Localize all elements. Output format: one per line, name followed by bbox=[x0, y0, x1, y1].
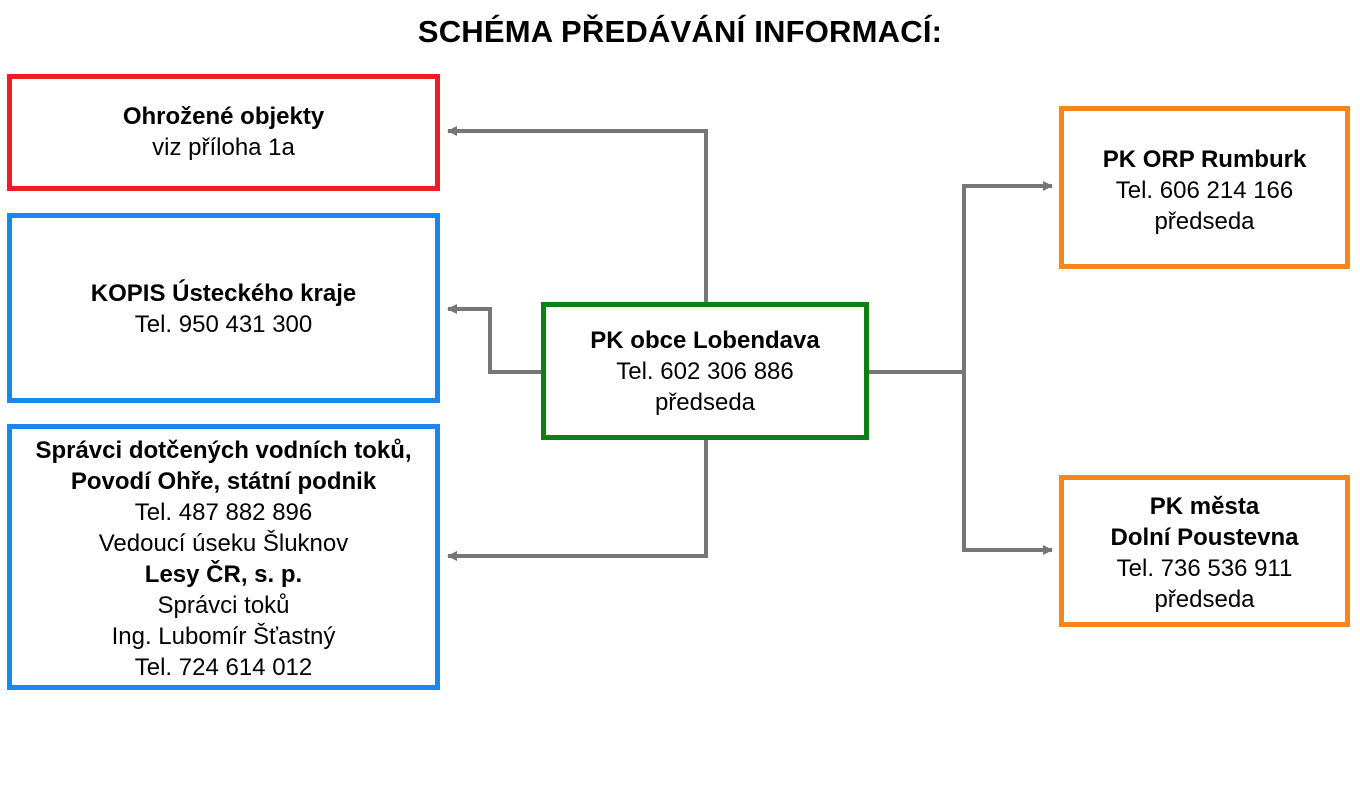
diagram-title: SCHÉMA PŘEDÁVÁNÍ INFORMACÍ: bbox=[417, 14, 943, 49]
box-line: Správci dotčených vodních toků, bbox=[35, 437, 412, 464]
box-line: Správci toků bbox=[157, 592, 290, 619]
arrow-to-dolni-poustevna bbox=[962, 372, 1053, 555]
box-line: PK obce Lobendava bbox=[590, 326, 820, 354]
box-water-managers: Správci dotčených vodních toků, Povodí Oh… bbox=[7, 424, 440, 690]
box-line: Tel. 950 431 300 bbox=[134, 311, 313, 338]
box-line: předseda bbox=[1154, 586, 1255, 613]
box-line: Tel. 487 882 896 bbox=[134, 499, 313, 526]
arrow-to-water-managers bbox=[447, 438, 708, 561]
box-line: PK ORP Rumburk bbox=[1102, 146, 1307, 173]
box-line: Vedoucí úseku Šluknov bbox=[98, 530, 349, 557]
box-line: Lesy ČR, s. p. bbox=[144, 561, 303, 588]
box-line: předseda bbox=[1154, 208, 1255, 235]
box-line: Tel. 724 614 012 bbox=[134, 654, 313, 681]
box-line: Ohrožené objekty bbox=[122, 103, 325, 130]
box-line: Tel. 606 214 166 bbox=[1115, 177, 1294, 204]
box-line: Dolní Poustevna bbox=[1110, 524, 1299, 551]
box-line: Tel. 602 306 886 bbox=[616, 357, 794, 385]
arrow-to-kopis bbox=[447, 304, 544, 374]
box-line: KOPIS Ústeckého kraje bbox=[90, 280, 357, 307]
box-line: předseda bbox=[654, 388, 756, 416]
box-line: PK města bbox=[1149, 493, 1260, 520]
box-line: viz příloha 1a bbox=[152, 134, 295, 161]
box-threatened-objects: Ohrožené objekty viz příloha 1a bbox=[7, 74, 440, 191]
arrow-to-threatened-objects bbox=[447, 126, 708, 303]
box-line: Povodí Ohře, státní podnik bbox=[70, 468, 377, 495]
arrow-to-rumburk bbox=[962, 181, 1053, 372]
box-line: Tel. 736 536 911 bbox=[1116, 555, 1293, 582]
box-line: Ing. Lubomír Šťastný bbox=[111, 623, 336, 650]
